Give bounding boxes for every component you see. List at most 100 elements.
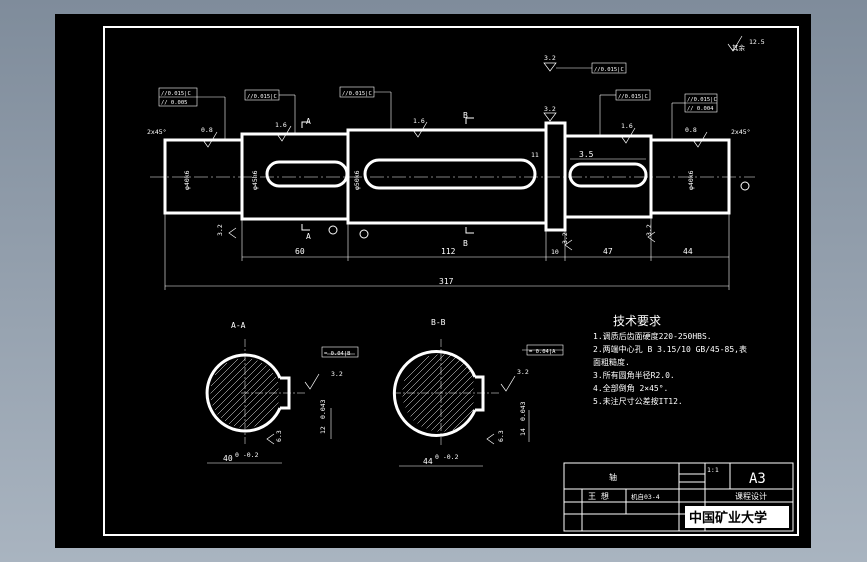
section-mark-b-top: B: [463, 111, 468, 120]
aa-rough-b: 6.3: [275, 430, 283, 442]
shaft-collar: [544, 121, 567, 232]
roughness-icon: [228, 227, 237, 239]
dim-10: 10: [551, 248, 559, 256]
keyway-b: [363, 158, 537, 190]
roughness-icon: [692, 131, 708, 148]
dimension-lines: [164, 158, 730, 290]
gdt-fc1: //0.015|C: [161, 91, 191, 97]
hatch-line: [402, 354, 445, 397]
section-mark-b-bottom: B: [463, 239, 468, 248]
section-mark-a-top: A: [306, 117, 311, 126]
dia-left: φ40k6: [183, 170, 191, 190]
roughness-icon: [543, 112, 557, 122]
datum-circle: [328, 225, 338, 235]
roughness-icon: [500, 375, 516, 392]
hatch-line: [403, 355, 430, 382]
roughness-symbols: [202, 35, 743, 251]
dim-112: 112: [441, 247, 456, 256]
roughness-icon: [304, 373, 320, 390]
hatch-line: [212, 360, 258, 406]
gdt-frames: [158, 62, 718, 140]
hatch-line: [210, 358, 253, 401]
shaft-drawing: 60 112 10 47 44 317 3.5 11 2x45° 2x45° φ…: [103, 26, 799, 536]
roughness-icon: [412, 121, 428, 138]
section-bb-outline: [392, 350, 477, 437]
tech-req-item: 4.全部倒角 2×45°.: [593, 383, 668, 393]
aa-width: 40: [223, 454, 233, 463]
shaft-step-right-end: [649, 138, 731, 215]
hatch-aa: [210, 358, 279, 428]
hatch-line: [437, 395, 474, 432]
section-aa: A-A: [205, 321, 359, 464]
aa-key-tol: 0.043: [319, 399, 327, 419]
gdt-fc5: //0.015|C: [618, 94, 648, 100]
hatch-line: [214, 362, 228, 376]
keyway-c: [568, 162, 648, 188]
dia-mid-left: φ45h6: [251, 170, 259, 190]
aa-rough-a: 3.2: [331, 370, 343, 378]
part-name: 轴: [609, 472, 617, 482]
hatch-line: [217, 365, 267, 415]
gdt-fc2: //0.015|C: [247, 94, 277, 100]
keyway-a: [265, 160, 349, 188]
gdt-aa: = 0.04|B: [324, 351, 351, 357]
hatch-line: [405, 357, 456, 408]
hatch-line: [210, 358, 246, 394]
sheet-size: A3: [749, 471, 766, 487]
tech-req-title: 技术要求: [613, 314, 661, 328]
designer: 王 想: [588, 491, 609, 501]
hatch-line: [233, 381, 279, 427]
tech-req-item: 5.未注尺寸公差按IT12.: [593, 396, 683, 406]
bb-width: 44: [423, 457, 433, 466]
hatch-line: [417, 369, 472, 424]
tech-req-item: 3.所有圆角半径R2.0.: [593, 370, 675, 380]
school-name: 中国矿业大学: [689, 510, 767, 526]
shaft-step-keyway-b: [346, 128, 548, 225]
hatch-line: [402, 354, 438, 390]
dim-60: 60: [295, 247, 305, 256]
hatch-line: [421, 374, 474, 427]
hatch-line: [407, 359, 461, 413]
roughness-note-label: 其余: [732, 43, 746, 52]
rough-16-b: 1.6: [413, 117, 425, 125]
scale: 1:1: [707, 466, 719, 474]
section-bb: B-B: [392, 318, 564, 467]
rough-16-a: 1.6: [275, 121, 287, 129]
rough-32-c: 3.2: [216, 224, 224, 236]
bb-rough-b: 6.3: [497, 430, 505, 442]
rough-08-left: 0.8: [201, 126, 213, 134]
roughness-icon: [727, 35, 743, 52]
technical-requirements: 技术要求 1.调质后齿面硬度220-250HBS. 2.两端中心孔 B 3.15…: [593, 314, 747, 406]
hatch-line: [214, 362, 263, 411]
tech-req-item: 1.调质后齿面硬度220-250HBS.: [593, 331, 712, 341]
hatch-line: [246, 395, 279, 428]
hatch-line: [228, 376, 277, 425]
hatch-line: [403, 355, 451, 403]
section-aa-title: A-A: [231, 321, 246, 330]
roughness-icon: [486, 433, 495, 445]
gdt-fc3: //0.015|C: [342, 91, 372, 97]
datum-circle: [740, 181, 750, 191]
hatch-line: [239, 388, 279, 428]
hatch-line: [254, 402, 279, 427]
bb-rough-a: 3.2: [517, 368, 529, 376]
roughness-note-value: 12.5: [749, 38, 765, 46]
shaft-step-keyway-c: [563, 134, 653, 219]
dim-3-5: 3.5: [579, 150, 594, 159]
gdt-fc1b: // 0.005: [161, 100, 188, 106]
hatch-line: [224, 372, 274, 422]
drawing-no: 机自03-4: [631, 492, 660, 501]
aa-key: 12: [319, 426, 327, 434]
roughness-icon: [564, 239, 573, 251]
drawing-sheet: 60 112 10 47 44 317 3.5 11 2x45° 2x45° φ…: [55, 14, 811, 548]
rough-32-e: 3.2: [645, 224, 653, 236]
section-markers: [301, 117, 750, 239]
dia-right: φ40k6: [687, 170, 695, 190]
tech-req-item: 面粗糙度.: [593, 357, 630, 367]
drawing-border: [103, 26, 799, 536]
bb-width-tol: 0 -0.2: [435, 453, 459, 461]
dim-44: 44: [683, 247, 693, 256]
hatch-line: [426, 381, 474, 429]
rough-32-d: 3.2: [561, 232, 569, 244]
